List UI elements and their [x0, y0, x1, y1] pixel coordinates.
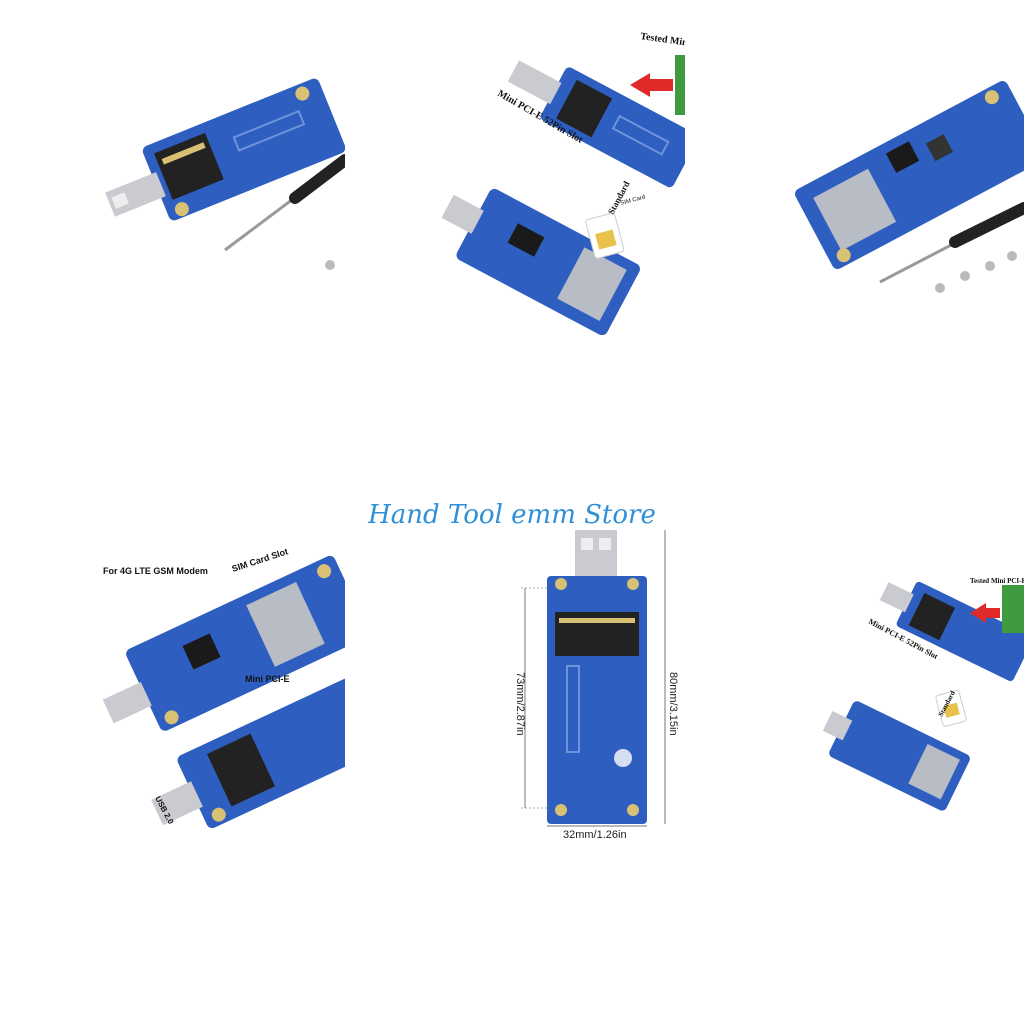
sim-card-chip [595, 229, 617, 250]
mounting-hole [317, 564, 332, 579]
mounting-hole [555, 804, 567, 816]
screw-icon [985, 261, 995, 271]
modem-card [1002, 585, 1024, 633]
height-partial-label: 73mm/2.87in [514, 672, 526, 736]
sim-slot-label: SIM Card Slot [231, 546, 290, 574]
mounting-hole [174, 202, 189, 217]
modem-title: For 4G LTE GSM Modem [103, 566, 208, 576]
sim-slot [813, 168, 897, 251]
product-photo-top-center: Tested Mini P Mini PCI-E 52Pin Slot Stan… [435, 25, 685, 335]
sim-slot [557, 247, 627, 322]
mounting-hole [627, 804, 639, 816]
screw-icon [1007, 251, 1017, 261]
usb-connector [822, 710, 853, 741]
store-watermark: Hand Tool emm Store [368, 500, 656, 530]
usb-connector [575, 530, 617, 580]
minipcie-slot [908, 592, 956, 641]
usb-connector [507, 60, 562, 105]
usb-connector [441, 194, 484, 234]
usb-connector [879, 582, 914, 613]
usb-connector [105, 172, 166, 217]
standard-label: Standard [606, 179, 632, 215]
product-photo-bottom-left: For 4G LTE GSM Modem SIM Card Slot Mini … [95, 540, 345, 830]
mounting-hole [984, 90, 999, 105]
sim-slot [246, 582, 325, 667]
arrow-icon [630, 73, 673, 97]
screw-icon [935, 283, 945, 293]
mounting-hole [295, 86, 310, 101]
pcb-board [126, 555, 345, 731]
sim-card-chip [943, 702, 960, 718]
usb-connector [102, 682, 152, 724]
screwdriver-icon [879, 202, 1024, 284]
usb-connector [151, 781, 203, 826]
arrow-icon [970, 603, 1000, 623]
minipcie-slot [154, 132, 224, 200]
mounting-hole [555, 578, 567, 590]
height-full-label: 80mm/3.15in [667, 672, 679, 736]
tested-label: Tested Mini P [640, 31, 685, 50]
dimension-drawing: 73mm/2.87in 80mm/3.15in 32mm/1.26in [505, 530, 695, 840]
minipcie-slot [556, 79, 613, 138]
mounting-hole [836, 248, 851, 263]
product-photo-bottom-right: Tested Mini PCI-E 4G Mini PCI-E 52Pin Sl… [820, 565, 1024, 815]
tested-label: Tested Mini PCI-E 4G [970, 577, 1024, 585]
brand-logo [614, 749, 632, 767]
mounting-hole [211, 807, 226, 822]
screw-icon [960, 271, 970, 281]
screwdriver-icon [224, 154, 345, 252]
screw-icon [325, 260, 335, 270]
pcb-board [795, 81, 1024, 269]
sim-slot [908, 743, 960, 800]
modem-card [675, 55, 685, 115]
minipcie-slot [207, 733, 276, 807]
minipcie-label: Mini PCI-E [245, 674, 290, 684]
mounting-hole [164, 710, 179, 725]
product-photo-top-left [95, 60, 345, 280]
product-photo-top-right [780, 70, 1024, 300]
mounting-hole [627, 578, 639, 590]
width-label: 32mm/1.26in [563, 829, 627, 840]
